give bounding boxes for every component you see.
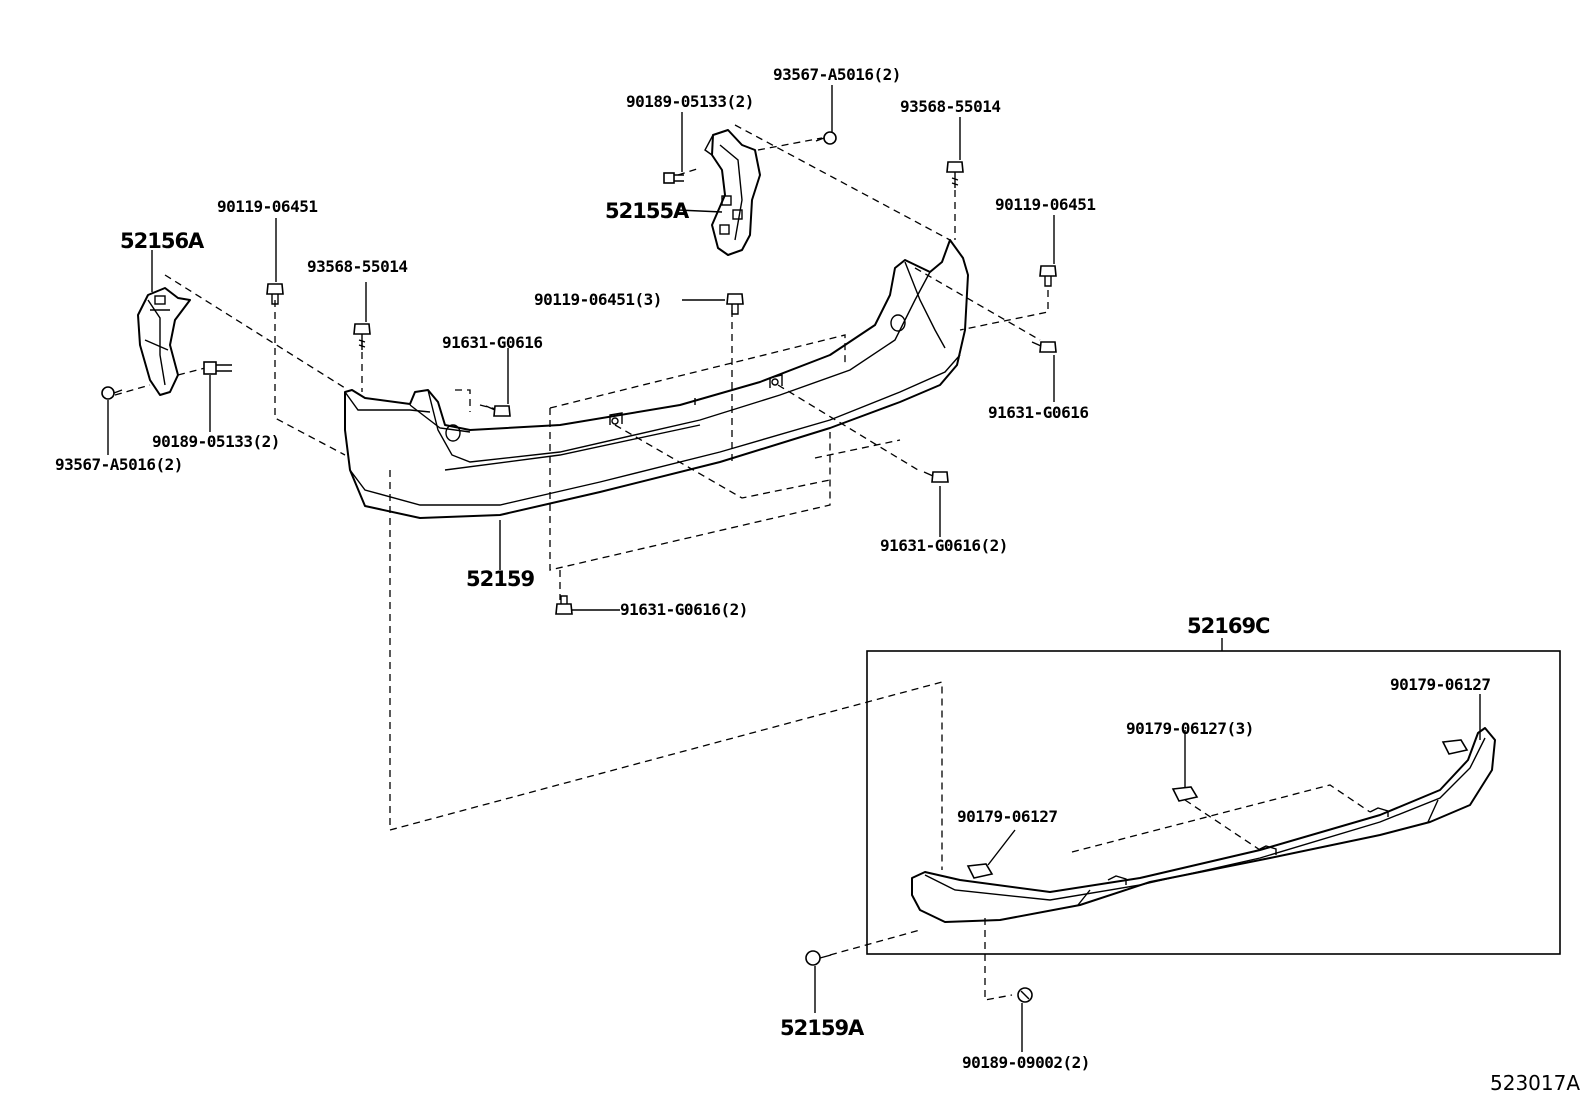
bumper-cover-52159[interactable]	[344, 239, 969, 519]
label-90189-left: 90189-05133(2)	[152, 432, 280, 451]
label-90119-right: 90119-06451	[995, 195, 1095, 214]
assembly-guide-lines	[114, 124, 1371, 1001]
label-52159: 52159	[466, 567, 534, 591]
bolt-91631-bottom	[555, 595, 573, 615]
label-91631-right: 91631-G0616	[988, 403, 1088, 422]
label-93568-right: 93568-55014	[900, 97, 1000, 116]
label-93568-left: 93568-55014	[307, 257, 407, 276]
screw-93567-top	[815, 131, 837, 145]
label-90189-bottom: 90189-09002(2)	[962, 1053, 1090, 1072]
label-52156A: 52156A	[120, 229, 205, 253]
label-90119-center: 90119-06451(3)	[534, 290, 662, 309]
label-52159A: 52159A	[780, 1016, 865, 1040]
part-labels: 93567-A5016(2) 90189-05133(2) 93568-5501…	[55, 65, 1580, 1095]
label-52169C: 52169C	[1187, 614, 1270, 638]
screw-52159A	[805, 950, 832, 966]
bolt-90119-right	[1039, 265, 1057, 287]
bolt-93568-left	[353, 323, 371, 350]
clip-90179-left	[966, 863, 994, 879]
label-90179-right: 90179-06127	[1390, 675, 1490, 694]
assembly-box-52169C	[866, 650, 1561, 955]
clip-90179-center	[1171, 786, 1199, 802]
leader-lines	[107, 85, 1481, 1052]
lower-spoiler-52169C[interactable]	[911, 727, 1496, 923]
screw-93567-left	[101, 386, 123, 400]
bolt-90119-center	[726, 293, 744, 315]
label-91631-bottom: 91631-G0616(2)	[620, 600, 748, 619]
bracket-52156A[interactable]	[137, 287, 191, 396]
label-90119-left: 90119-06451	[217, 197, 317, 216]
bolt-91631-right	[1031, 341, 1057, 353]
label-90179-center: 90179-06127(3)	[1126, 719, 1254, 738]
label-52155A: 52155A	[605, 199, 690, 223]
bolt-91631-left	[485, 405, 511, 417]
bracket-52155A[interactable]	[704, 129, 761, 256]
label-93567-left: 93567-A5016(2)	[55, 455, 183, 474]
diagram-code: 523017A	[1490, 1071, 1580, 1095]
clip-90189-left	[203, 361, 232, 375]
label-90189-top: 90189-05133(2)	[626, 92, 754, 111]
clip-90189-bottom	[1017, 987, 1033, 1003]
clip-90179-right	[1441, 739, 1469, 755]
label-91631-mid: 91631-G0616(2)	[880, 536, 1008, 555]
fasteners	[101, 131, 1469, 1003]
label-91631-left: 91631-G0616	[442, 333, 542, 352]
bolt-93568-right	[946, 161, 964, 188]
bolt-91631-mid	[923, 471, 949, 483]
clip-90189-top	[663, 172, 684, 184]
bolt-90119-left	[266, 283, 284, 305]
label-90179-left: 90179-06127	[957, 807, 1057, 826]
label-93567-top: 93567-A5016(2)	[773, 65, 901, 84]
